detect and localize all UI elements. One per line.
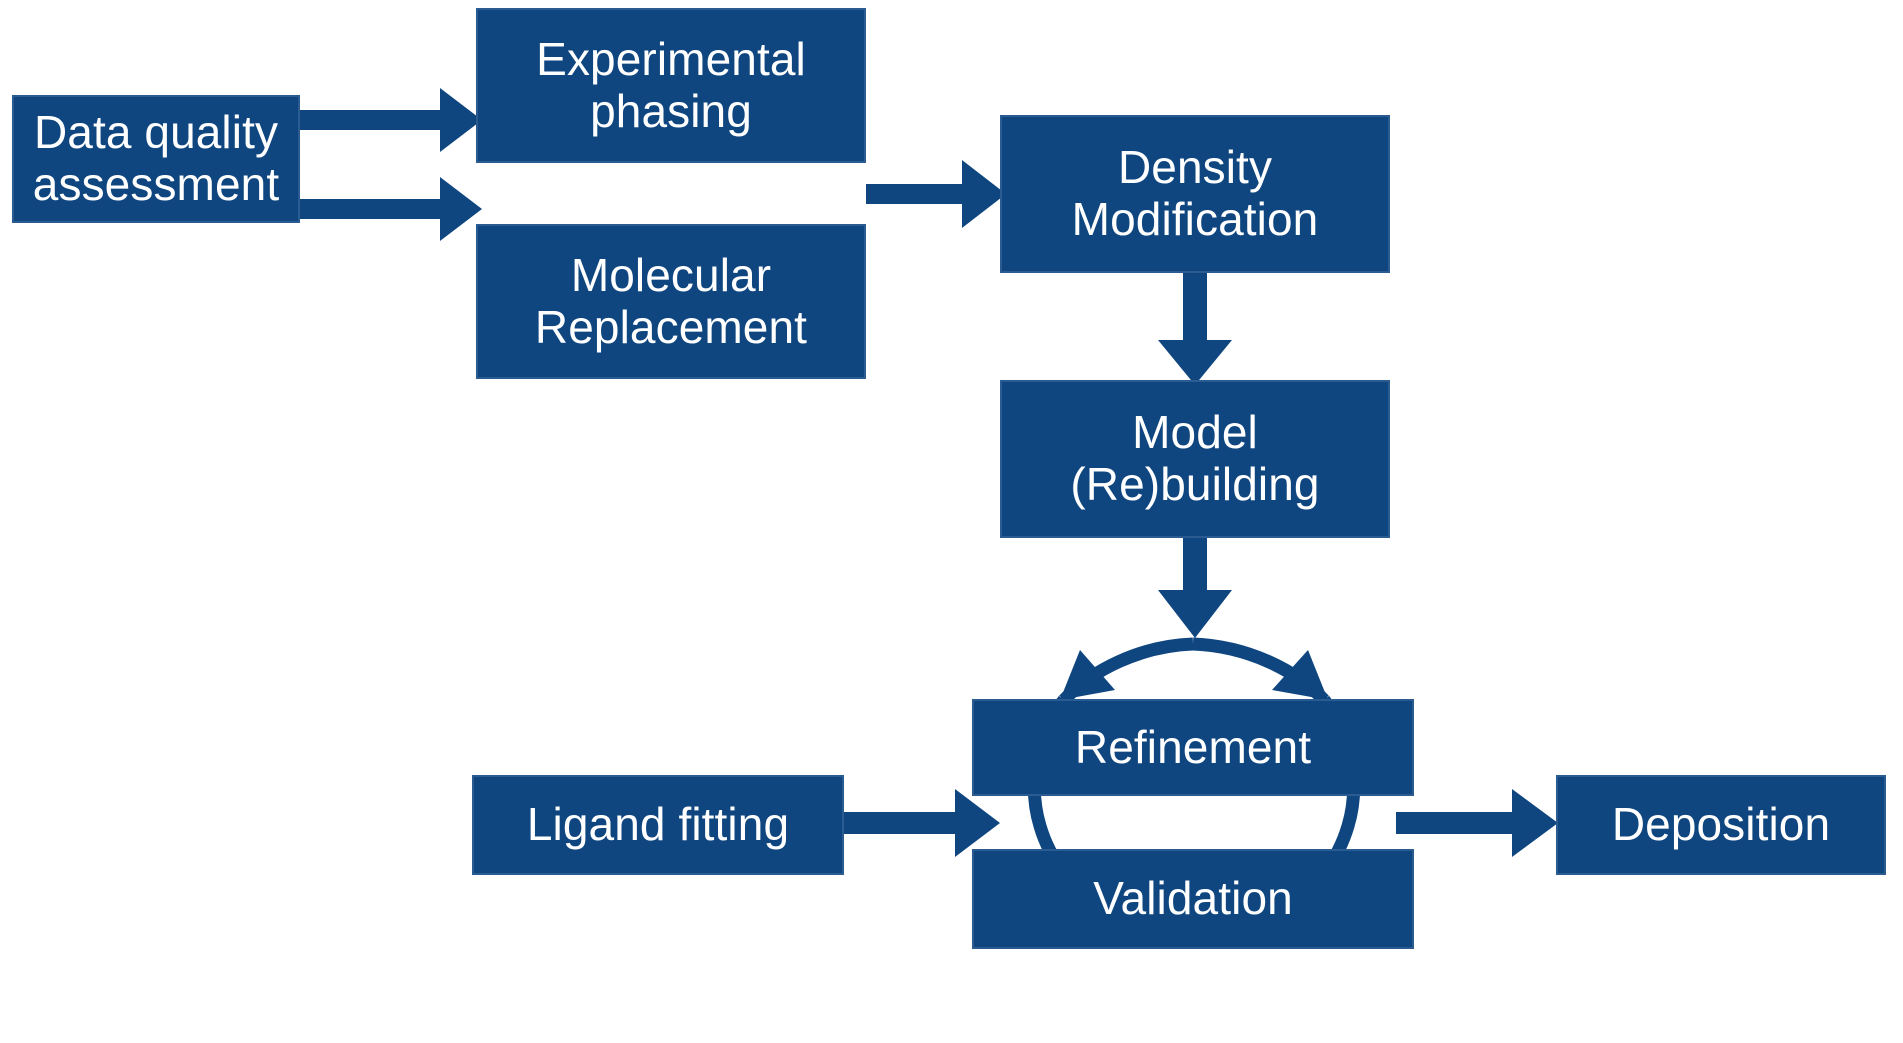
node-experimental-phasing[interactable]: Experimental phasing [476, 8, 866, 163]
arrow-dq-to-molecular-replacement [300, 177, 482, 241]
node-validation[interactable]: Validation [972, 849, 1414, 949]
arrow-density-modification-to-model-rebuilding [1158, 272, 1232, 385]
node-ligand-fitting[interactable]: Ligand fitting [472, 775, 844, 875]
node-refinement[interactable]: Refinement [972, 699, 1414, 796]
node-density-modification[interactable]: Density Modification [1000, 115, 1390, 273]
arrow-validation-to-deposition [1396, 789, 1558, 857]
node-molecular-replacement[interactable]: Molecular Replacement [476, 224, 866, 379]
arrow-phasing-to-density-modification [866, 160, 1006, 228]
arrow-dq-to-experimental-phasing [300, 88, 482, 152]
node-data-quality-assessment[interactable]: Data quality assessment [12, 95, 300, 223]
node-deposition[interactable]: Deposition [1556, 775, 1886, 875]
node-model-rebuilding[interactable]: Model (Re)building [1000, 380, 1390, 538]
arrow-model-rebuilding-to-refinement [1158, 537, 1232, 638]
arrow-ligand-fitting-to-refinement [843, 789, 1000, 857]
cycle-arrowhead-top-right [1272, 650, 1328, 700]
cycle-arrowhead-top-left [1060, 650, 1115, 700]
